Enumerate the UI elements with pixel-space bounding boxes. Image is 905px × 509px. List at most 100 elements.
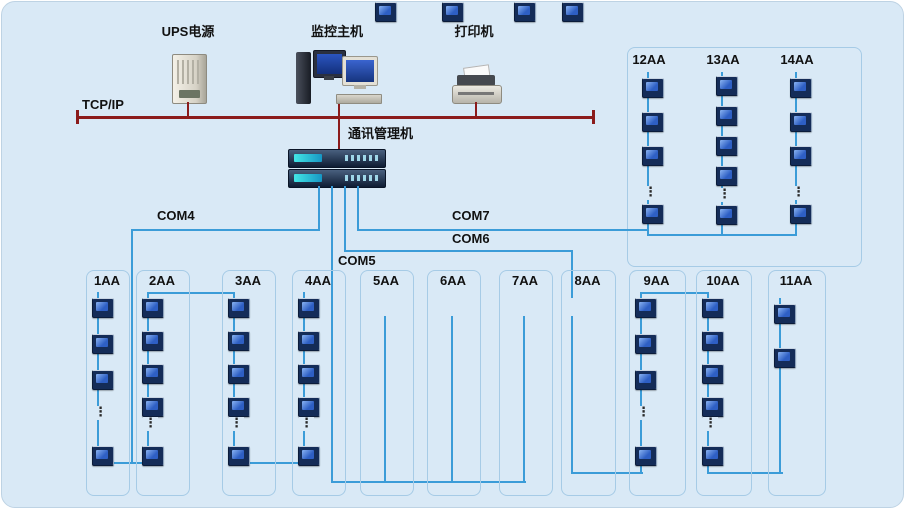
- monitor-icon: [342, 56, 378, 86]
- wire-8aa-9aa-bottom-link: [571, 472, 643, 474]
- wire-com4-bus: [131, 229, 320, 231]
- power-meter-icon: [790, 204, 812, 224]
- comm-rack-unit: [288, 169, 386, 188]
- wire-com6-into-8aa: [571, 250, 573, 298]
- power-meter-icon: [228, 446, 250, 466]
- wire-com4-bottom-link: [97, 462, 150, 464]
- wire-comm-out-com7: [357, 186, 359, 231]
- power-meter-icon: [790, 146, 812, 166]
- power-meter-icon: [774, 304, 796, 324]
- wire-tcp-bus-cap-left: [76, 110, 79, 124]
- group-label-5AA: 5AA: [372, 273, 399, 288]
- wire-feed-8AA: [571, 316, 573, 473]
- monitoring-host-icon: [296, 48, 386, 106]
- power-meter-icon: [702, 446, 724, 466]
- ups-label: UPS电源: [161, 24, 215, 39]
- wire-com7-bus: [357, 229, 649, 231]
- power-meter-icon: [142, 298, 164, 318]
- wire-printer-drop: [475, 102, 477, 117]
- wire-feed-7AA: [523, 316, 525, 483]
- group-box-2AA: [136, 270, 190, 496]
- ups-panel: [179, 90, 200, 98]
- group-label-3AA: 3AA: [234, 273, 261, 288]
- wire-ups-drop: [187, 102, 189, 117]
- power-meter-icon: [228, 331, 250, 351]
- power-meter-icon: [142, 364, 164, 384]
- power-meter-icon: [298, 331, 320, 351]
- group-box-3AA: [222, 270, 276, 496]
- wire-serpentine-2aa-3aa: [147, 292, 235, 294]
- host-label: 监控主机: [310, 24, 363, 39]
- power-meter-icon: [514, 2, 536, 22]
- wire-tcp-bus: [77, 116, 594, 119]
- power-meter-icon: [92, 370, 114, 390]
- pc-tower-icon: [296, 52, 311, 104]
- group-label-9AA: 9AA: [643, 273, 670, 288]
- com5-label: COM5: [338, 253, 376, 268]
- wire-com4-down: [131, 229, 133, 464]
- power-meter-icon: [228, 298, 250, 318]
- power-meter-icon: [92, 298, 114, 318]
- printer-slot: [458, 92, 494, 95]
- wire-feed-6AA: [451, 316, 453, 483]
- power-meter-icon: [702, 397, 724, 417]
- more-devices-ellipsis: ⋮: [299, 416, 314, 431]
- power-meter-icon: [298, 446, 320, 466]
- wire-comm-out-com6: [344, 186, 346, 252]
- right-group-box: [627, 47, 862, 267]
- more-devices-ellipsis: ⋮: [703, 416, 718, 431]
- wire-9aa-10aa-top-link: [640, 292, 709, 294]
- ups-vents: [177, 60, 202, 84]
- monitor-stand: [354, 85, 366, 89]
- power-meter-icon: [790, 112, 812, 132]
- keyboard-icon: [336, 94, 382, 104]
- power-meter-icon: [635, 298, 657, 318]
- group-box-11AA: [768, 270, 826, 496]
- tcpip-label: TCP/IP: [82, 97, 124, 112]
- group-box-4AA: [292, 270, 346, 496]
- comm-manager-label: 通讯管理机: [348, 126, 414, 141]
- power-meter-icon: [142, 331, 164, 351]
- power-meter-icon: [92, 446, 114, 466]
- printer-top: [457, 75, 495, 86]
- printer-icon: [452, 64, 502, 104]
- wire-spine-11AA: [779, 298, 781, 473]
- group-box-7AA: [499, 270, 553, 496]
- group-label-13AA: 13AA: [706, 52, 740, 67]
- power-meter-icon: [642, 78, 664, 98]
- power-meter-icon: [298, 397, 320, 417]
- wire-com5-bottom-bus: [331, 481, 526, 483]
- wire-host-drop: [338, 104, 340, 117]
- power-meter-icon: [142, 397, 164, 417]
- group-label-4AA: 4AA: [304, 273, 331, 288]
- power-meter-icon: [442, 2, 464, 22]
- group-label-11AA: 11AA: [779, 273, 813, 288]
- power-meter-icon: [92, 334, 114, 354]
- power-meter-icon: [716, 205, 738, 225]
- power-meter-icon: [790, 78, 812, 98]
- group-box-1AA: [86, 270, 130, 496]
- power-meter-icon: [642, 204, 664, 224]
- wire-comm-out-com5: [331, 186, 333, 483]
- power-meter-icon: [642, 112, 664, 132]
- power-meter-icon: [375, 2, 397, 22]
- more-devices-ellipsis: ⋮: [229, 416, 244, 431]
- power-meter-icon: [635, 446, 657, 466]
- power-meter-icon: [228, 397, 250, 417]
- group-label-1AA: 1AA: [93, 273, 120, 288]
- power-meter-icon: [774, 348, 796, 368]
- group-box-5AA: [360, 270, 414, 496]
- power-meter-icon: [142, 446, 164, 466]
- power-meter-icon: [228, 364, 250, 384]
- group-box-10AA: [696, 270, 752, 496]
- group-box-9AA: [629, 270, 686, 496]
- wire-com6-bus: [344, 250, 573, 252]
- power-meter-icon: [642, 146, 664, 166]
- group-label-14AA: 14AA: [780, 52, 814, 67]
- power-meter-icon: [635, 334, 657, 354]
- more-devices-ellipsis: ⋮: [643, 185, 658, 200]
- group-label-7AA: 7AA: [511, 273, 538, 288]
- more-devices-ellipsis: ⋮: [143, 416, 158, 431]
- more-devices-ellipsis: ⋮: [93, 405, 108, 420]
